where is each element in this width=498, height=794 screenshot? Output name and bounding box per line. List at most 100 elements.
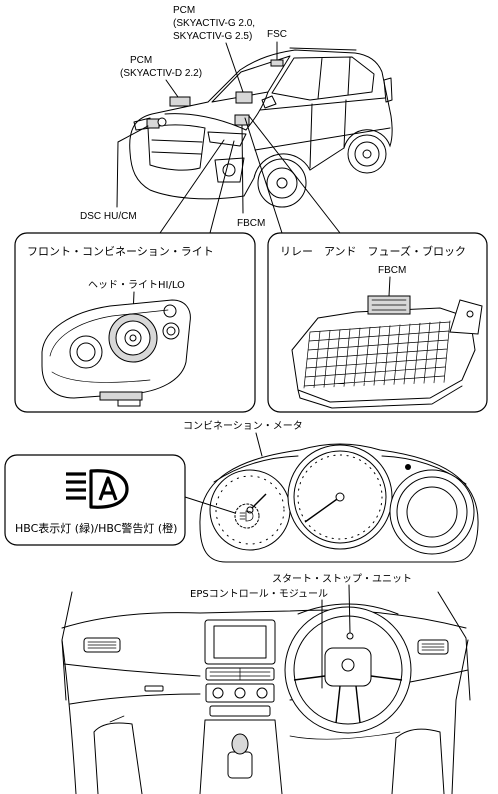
- hbc-indicator-panel: HBC表示灯 (緑)/HBC警告灯 (橙): [4, 454, 236, 546]
- roof-rail: [289, 47, 357, 51]
- pcm-diesel-label-line2: (SKYACTIV-D 2.2): [120, 68, 202, 79]
- left-vent-slats: [87, 641, 117, 649]
- instrument-cluster-hood: [297, 603, 399, 615]
- fsc-label: FSC: [267, 29, 287, 40]
- start-stop-button: [346, 632, 354, 640]
- pcm-gasoline-label-line2: (SKYACTIV-G 2.0,: [173, 18, 255, 29]
- side-mirror: [261, 95, 277, 109]
- fog-lamp-bezel: [214, 157, 245, 183]
- climate-knob-right: [256, 687, 268, 699]
- tachometer-ticks: [215, 475, 285, 545]
- headlight-lens-edge: [49, 309, 169, 383]
- center-console: [199, 719, 283, 794]
- left-seat: [93, 722, 143, 794]
- shift-boot: [227, 751, 253, 779]
- hbc-indicator-lamp: [239, 510, 254, 522]
- bracket-hole: [466, 310, 474, 318]
- hi-lo-projector-ring: [115, 320, 151, 356]
- car-body-outline: [129, 49, 393, 200]
- near-headlight: [207, 131, 247, 147]
- combination-meter-section: コンビネーション・メータ: [183, 420, 479, 563]
- high-beam-control-indicator-icon: [66, 469, 129, 509]
- combination-meter-leader: [255, 432, 263, 457]
- climate-knob-center: [234, 687, 246, 699]
- climate-knob-left: [212, 687, 224, 699]
- hood-lines: [164, 91, 269, 131]
- fbcm-car-label: FBCM: [237, 218, 265, 229]
- headlight-adjuster-bottom-inner: [166, 326, 176, 336]
- climate-control-panel: [205, 683, 275, 703]
- car-illustration: [129, 47, 393, 208]
- combination-meter-label: コンビネーション・メータ: [183, 420, 303, 432]
- dsc-label: DSC HU/CM: [80, 211, 137, 222]
- pcm-gasoline-label-line3: SKYACTIV-G 2.5): [173, 31, 252, 42]
- headlight-drawing: [41, 299, 191, 407]
- center-display-screen: [213, 625, 267, 659]
- hbc-caption: HBC表示灯 (緑)/HBC警告灯 (橙): [15, 521, 177, 535]
- position-lamp: [69, 335, 103, 369]
- right-vent-slats: [421, 643, 445, 651]
- fbcm-panel-label: FBCM: [378, 265, 406, 276]
- tachometer-hub: [246, 506, 254, 514]
- auto-a-icon: [98, 476, 118, 501]
- pcm-diesel-leader: [165, 79, 179, 98]
- indicator-dot: [405, 464, 411, 470]
- pcm-gasoline-label-line1: PCM: [173, 5, 195, 16]
- fuse-block-callout-lines: [244, 115, 341, 234]
- fuse-block-base: [297, 385, 463, 409]
- headlight-connector: [117, 399, 141, 407]
- rear-tire: [347, 134, 387, 174]
- fsc-unit: [270, 59, 284, 67]
- pcm-diesel-unit: [169, 96, 191, 107]
- fbcm-car-leader: [241, 124, 244, 214]
- rear-lamp: [383, 77, 393, 103]
- left-door-trim: [61, 639, 77, 794]
- steering-wheel-hub: [324, 647, 372, 687]
- fbcm-panel-leader: [388, 276, 391, 297]
- fuse-block-panel: リレー アンド フューズ・ブロック FBCM: [267, 232, 488, 413]
- car-labels: PCM (SKYACTIV-G 2.0, SKYACTIV-G 2.5) FSC…: [80, 5, 287, 229]
- steering-wheel-spokes: [293, 675, 403, 724]
- pcm-diesel-label-line1: PCM: [130, 55, 152, 66]
- pcm-gasoline-leader: [225, 42, 244, 93]
- steering-wheel-emblem: [341, 658, 355, 672]
- start-stop-unit-leader: [348, 584, 351, 634]
- speedometer-needle: [304, 496, 341, 523]
- hbc-panel-frame: [4, 454, 186, 546]
- fuse-block-bracket: [449, 299, 483, 335]
- front-grille: [147, 124, 206, 171]
- front-tire: [257, 158, 307, 208]
- lower-switch-panel: [209, 705, 271, 717]
- center-vent-slats: [209, 667, 271, 681]
- headlight-callout-lines: [159, 139, 235, 234]
- hbc-indicator-highlight: [234, 503, 260, 529]
- dashboard-section: スタート・ストップ・ユニット EPSコントロール・モジュール: [61, 573, 471, 794]
- fog-lamp: [222, 163, 236, 177]
- center-display-frame: [204, 619, 276, 665]
- front-wheel: [257, 158, 307, 208]
- speedometer-ring: [293, 450, 387, 544]
- fbcm-wiring: [371, 299, 407, 311]
- start-stop-unit-label: スタート・ストップ・ユニット: [272, 573, 412, 585]
- headlight-adjuster-bottom: [162, 322, 180, 340]
- tachometer-needle: [249, 493, 267, 511]
- headlight-part-label: ヘッド・ライトHI/LO: [88, 279, 185, 291]
- dsc-leader: [116, 125, 149, 208]
- dashboard-drawing: [61, 591, 471, 794]
- fuse-block-panel-title: リレー アンド フューズ・ブロック: [280, 244, 466, 258]
- fuse-block-drawing: [291, 295, 483, 409]
- speedometer-ticks: [297, 454, 383, 540]
- body-side-lines: [254, 97, 391, 169]
- glovebox-line: [69, 693, 201, 705]
- glovebox-handle: [144, 685, 164, 692]
- front-hub: [276, 177, 288, 189]
- multi-info-display-dial: [389, 469, 475, 555]
- shift-knob: [231, 733, 249, 755]
- rear-rim: [354, 141, 380, 167]
- headlight-panel: フロント・コンビネーション・ライト ヘッド・ライトHI/LO: [14, 232, 256, 413]
- pcm-gasoline-unit: [235, 91, 253, 104]
- headlight-adjuster-top: [163, 304, 177, 318]
- multi-info-display-inner: [406, 486, 458, 538]
- fuse-grid: [303, 320, 451, 389]
